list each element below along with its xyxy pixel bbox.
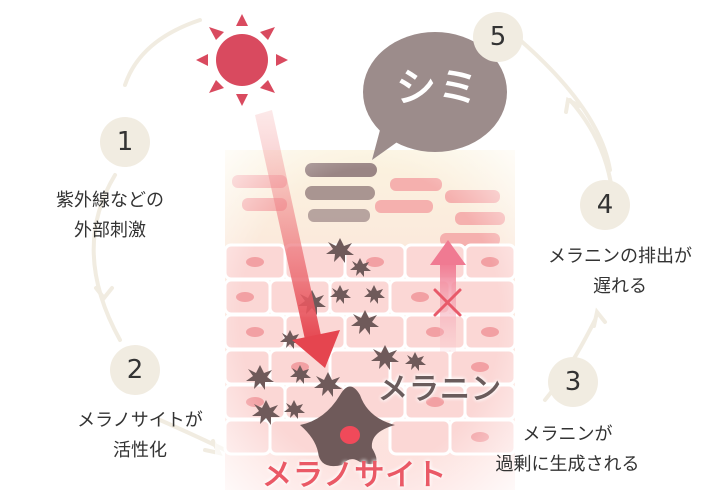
step-1-text: 紫外線などの 外部刺激 [30, 186, 190, 246]
step-4-line-1: メラニンの排出が [548, 246, 692, 267]
melanin-label: メラニン [378, 372, 502, 407]
stain-label: シミ [396, 65, 480, 111]
step-1-line-1: 紫外線などの [56, 190, 164, 211]
step-5-number: 5 [473, 12, 523, 62]
skin-cross-section [215, 140, 525, 495]
melanocyte-cell [300, 386, 395, 467]
step-2-text: メラノサイトが 活性化 [55, 406, 225, 466]
step-1-number: 1 [100, 117, 150, 167]
sun-icon [196, 14, 288, 106]
step-3-text: メラニンが 過剰に生成される [480, 420, 655, 480]
step-2-line-1: メラノサイトが [77, 410, 203, 431]
speech-bubble [363, 32, 507, 160]
uv-arrow-icon [255, 110, 340, 368]
step-1-line-2: 外部刺激 [74, 220, 146, 241]
step-2-line-2: 活性化 [113, 440, 167, 461]
cross-mark-icon [433, 288, 462, 317]
blocked-upward-arrow-icon [430, 240, 466, 352]
step-2-number: 2 [110, 345, 160, 395]
step-4-number: 4 [580, 180, 630, 230]
step-3-number: 3 [548, 357, 598, 407]
melanocyte-label: メラノサイト [262, 458, 448, 493]
step-3-line-1: メラニンが [522, 424, 613, 445]
step-4-line-2: 遅れる [593, 276, 647, 297]
step-3-line-2: 過剰に生成される [495, 454, 640, 475]
step-4-text: メラニンの排出が 遅れる [530, 242, 710, 302]
